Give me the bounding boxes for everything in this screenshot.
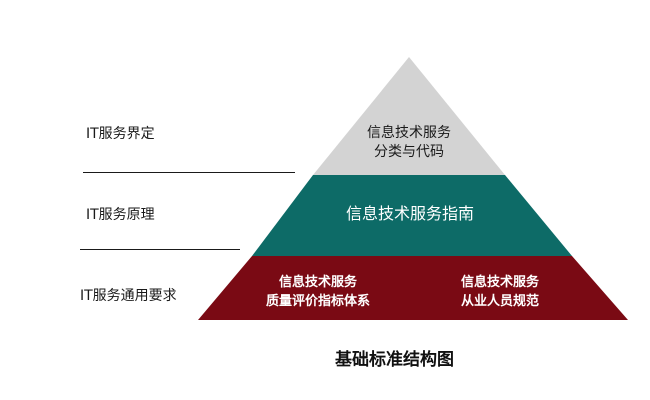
bottom-tier-left-text: 信息技术服务 质量评价指标体系 bbox=[248, 273, 388, 311]
pyramid-top-tier bbox=[313, 57, 505, 175]
divider-lower bbox=[80, 249, 240, 250]
pyramid-bottom-tier bbox=[198, 256, 628, 320]
label-it-service-principle: IT服务原理 bbox=[86, 207, 155, 223]
divider-upper bbox=[83, 172, 295, 173]
diagram-caption: 基础标准结构图 bbox=[335, 350, 454, 370]
middle-tier-text: 信息技术服务指南 bbox=[345, 204, 474, 223]
bottom-left-line1: 信息技术服务 bbox=[278, 275, 357, 290]
top-tier-text: 信息技术服务 分类与代码 bbox=[350, 124, 468, 162]
label-it-service-general-requirements: IT服务通用要求 bbox=[80, 288, 177, 304]
label-it-service-definition: IT服务界定 bbox=[86, 126, 155, 142]
bottom-right-line1: 信息技术服务 bbox=[460, 275, 539, 290]
bottom-tier-right-text: 信息技术服务 从业人员规范 bbox=[440, 273, 560, 311]
bottom-right-line2: 从业人员规范 bbox=[460, 294, 539, 309]
top-tier-line1: 信息技术服务 bbox=[367, 125, 451, 141]
top-tier-line2: 分类与代码 bbox=[374, 144, 444, 160]
pyramid-middle-tier bbox=[252, 175, 572, 256]
bottom-left-line2: 质量评价指标体系 bbox=[265, 294, 370, 309]
